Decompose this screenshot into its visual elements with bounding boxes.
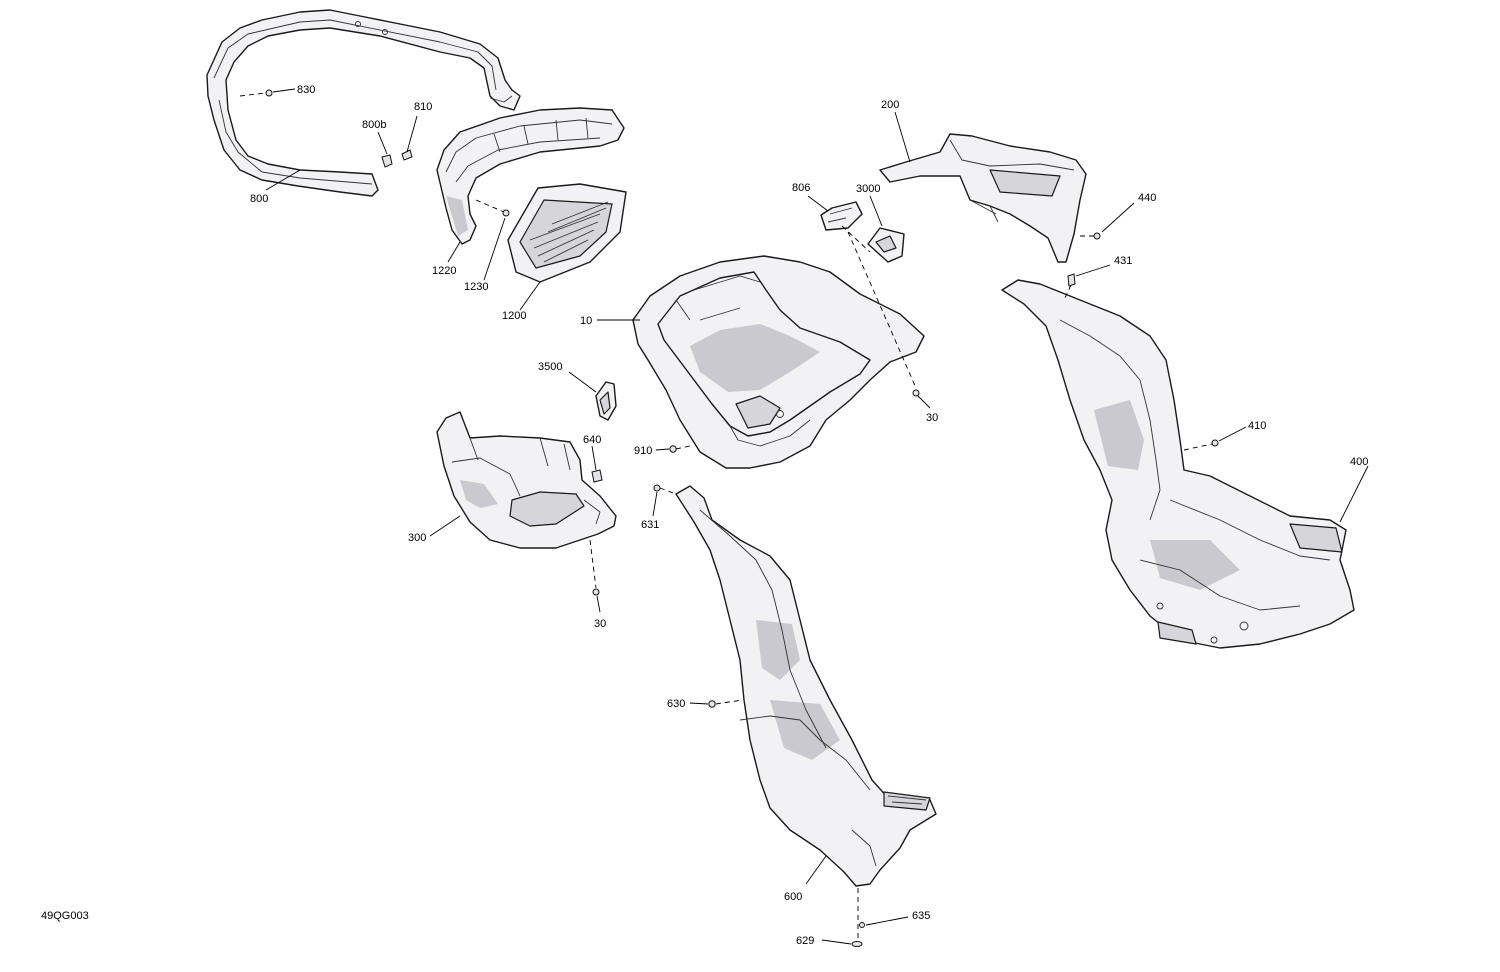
- callout-800: 800: [250, 193, 268, 205]
- fastener-800b[interactable]: [381, 154, 393, 168]
- callout-300: 300: [408, 532, 426, 544]
- fastener-431[interactable]: [1067, 273, 1076, 287]
- callout-labels: 830 810 800b 800 1220 1230 1200 200 806 …: [250, 84, 1368, 947]
- part-600-left-side-panel[interactable]: [675, 485, 937, 887]
- fastener-630[interactable]: [708, 700, 716, 708]
- part-3500-trim[interactable]: [595, 381, 617, 421]
- fastener-910[interactable]: [669, 445, 677, 453]
- fastener-30-upper[interactable]: [912, 389, 920, 397]
- fastener-30-lower[interactable]: [592, 588, 600, 596]
- callout-400: 400: [1350, 456, 1368, 468]
- leader-lines: [239, 88, 1369, 945]
- callout-635: 635: [912, 910, 930, 922]
- part-1220-upper-cover[interactable]: [436, 107, 625, 245]
- fastener-640[interactable]: [591, 469, 603, 483]
- callout-30-lower: 30: [594, 618, 606, 630]
- fastener-410[interactable]: [1211, 439, 1219, 447]
- callout-3000: 3000: [856, 183, 880, 195]
- fastener-629[interactable]: [851, 941, 863, 947]
- part-400-right-side-panel[interactable]: [1001, 279, 1355, 649]
- callout-440: 440: [1138, 192, 1156, 204]
- callout-200: 200: [881, 99, 899, 111]
- part-806-bracket[interactable]: [820, 201, 863, 231]
- callout-631: 631: [641, 519, 659, 531]
- callout-431: 431: [1114, 255, 1132, 267]
- part-1200-vent-grille[interactable]: [507, 183, 627, 283]
- callout-640: 640: [583, 434, 601, 446]
- callout-10: 10: [580, 315, 592, 327]
- callout-629: 629: [796, 935, 814, 947]
- fastener-631[interactable]: [653, 484, 661, 492]
- callout-806: 806: [792, 182, 810, 194]
- callout-800b: 800b: [362, 119, 386, 131]
- fastener-830[interactable]: [265, 89, 273, 97]
- callout-1230: 1230: [464, 281, 488, 293]
- callout-830: 830: [297, 84, 315, 96]
- fastener-440[interactable]: [1093, 232, 1101, 240]
- callout-810: 810: [414, 101, 432, 113]
- callout-910: 910: [634, 445, 652, 457]
- callout-1220: 1220: [432, 265, 456, 277]
- part-800-grab-rail[interactable]: [206, 9, 521, 197]
- callout-30-upper: 30: [926, 412, 938, 424]
- part-200-front-panel[interactable]: [879, 133, 1087, 263]
- fastener-1230[interactable]: [502, 209, 510, 217]
- callout-1200: 1200: [502, 310, 526, 322]
- part-300-side-panel[interactable]: [436, 411, 617, 549]
- part-10-main-console[interactable]: [632, 255, 925, 469]
- fastener-635[interactable]: [859, 922, 865, 928]
- callout-600: 600: [784, 891, 802, 903]
- callout-3500: 3500: [538, 361, 562, 373]
- callout-630: 630: [667, 698, 685, 710]
- drawing-code: 49QG003: [41, 910, 89, 922]
- part-3000-cover[interactable]: [867, 227, 905, 263]
- callout-410: 410: [1248, 420, 1266, 432]
